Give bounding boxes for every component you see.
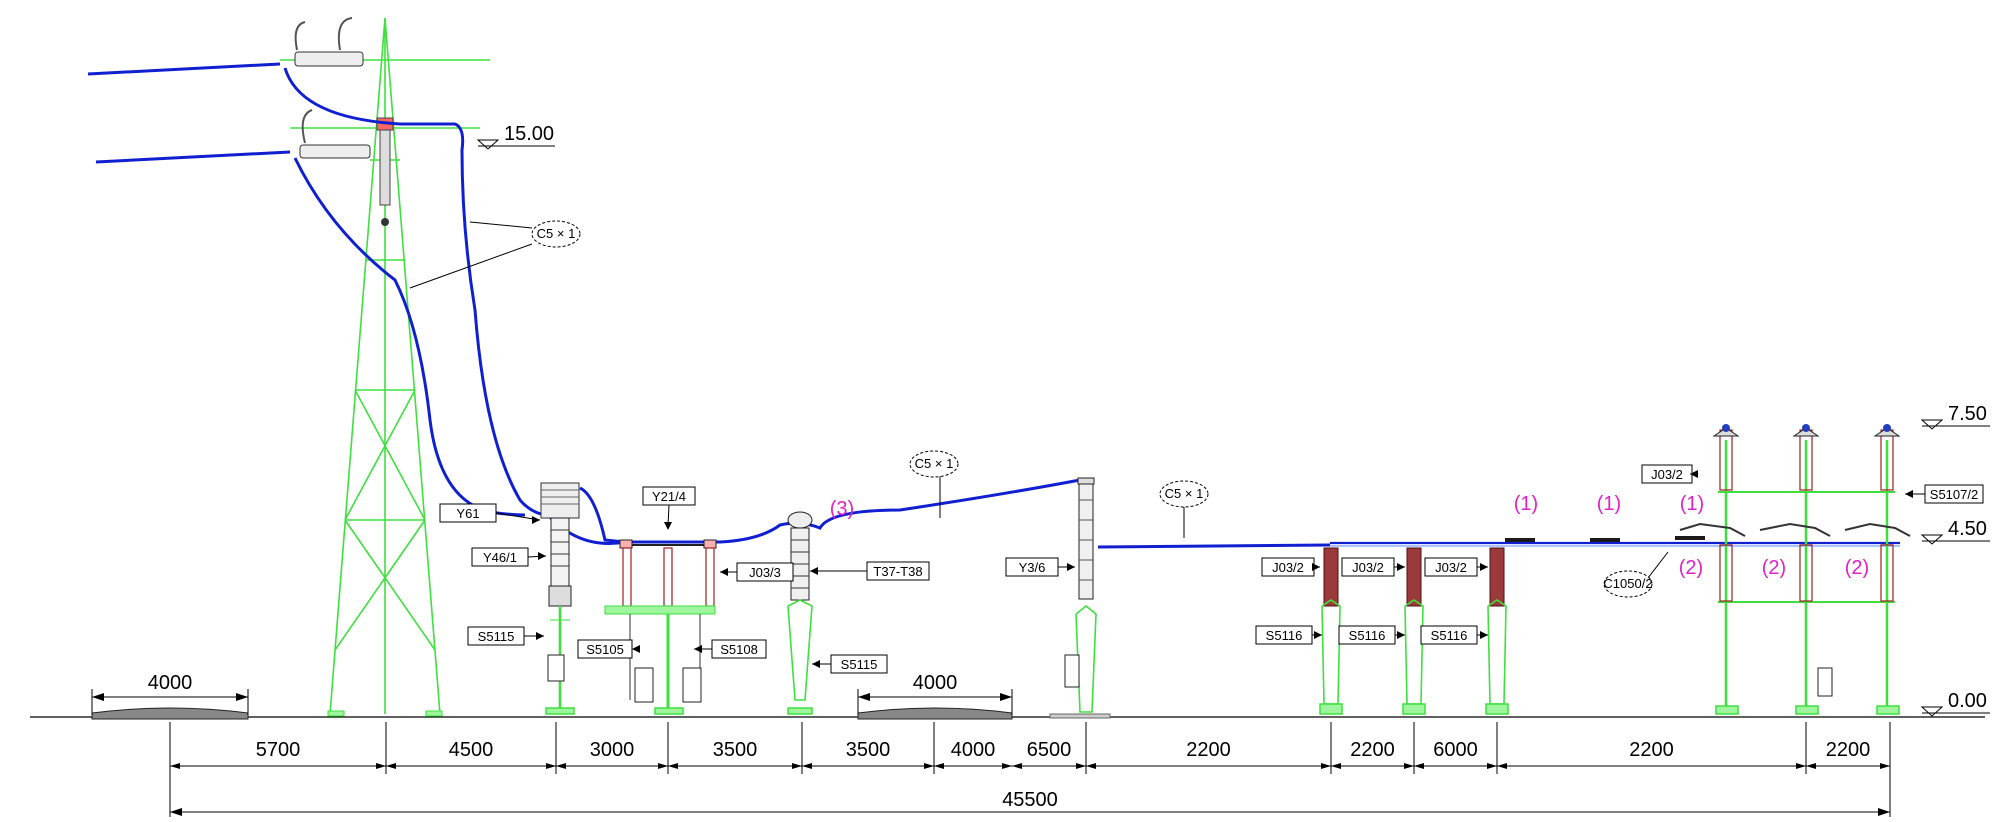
switch-gantry bbox=[1679, 424, 1911, 715]
post-insulator-3 bbox=[1485, 547, 1509, 715]
cable-callouts: C5 × 1 C5 × 1 C5 × 1 C1050/2 bbox=[409, 220, 1669, 598]
cable-callout: C1050/2 bbox=[1603, 551, 1669, 598]
elevation-markers: 15.00 7.50 4.50 0.00 bbox=[476, 123, 1990, 717]
pad-dimensions: 4000 4000 bbox=[91, 672, 1013, 715]
equipment-label: S5116 bbox=[1431, 628, 1468, 643]
dimension-label: 3500 bbox=[713, 739, 758, 761]
dimension-label: 2200 bbox=[1629, 739, 1674, 761]
busbar-clamps bbox=[1505, 536, 1705, 542]
elevation-value: 15.00 bbox=[504, 123, 554, 145]
equipment-y61 bbox=[540, 482, 580, 715]
elevation-value: 4.50 bbox=[1948, 518, 1987, 540]
elevation-marker: 15.00 bbox=[476, 123, 555, 150]
dimension-label: 2200 bbox=[1350, 739, 1395, 761]
dimension-label: 2200 bbox=[1826, 739, 1871, 761]
equipment-label: J03/2 bbox=[1352, 560, 1384, 575]
equipment-callout: S5115 bbox=[467, 626, 544, 646]
pad-width-dimension: 4000 bbox=[91, 672, 249, 715]
equipment-label: S5116 bbox=[1349, 628, 1386, 643]
position-markers: (3) (1) (1) (1) (2) (2) (2) bbox=[830, 493, 1869, 579]
pad-width-dimension: 4000 bbox=[857, 672, 1013, 715]
equipment-callout: Y21/4 bbox=[642, 486, 696, 530]
equipment-callout: J03/2 bbox=[1341, 557, 1405, 577]
equipment-callout: Y61 bbox=[439, 503, 541, 524]
disconnector-assembly bbox=[604, 539, 717, 715]
cable-label: C1050/2 bbox=[1603, 576, 1652, 591]
cable-label: C5 × 1 bbox=[915, 456, 954, 471]
cable-label: C5 × 1 bbox=[537, 226, 576, 241]
total-dimension: 45500 bbox=[169, 722, 1891, 817]
equipment-callout: S5116 bbox=[1255, 625, 1322, 645]
dimension-label: 4500 bbox=[449, 739, 494, 761]
ground-pad-left bbox=[91, 707, 249, 720]
equipment-callout: T37-T38 bbox=[810, 561, 930, 581]
elevation-value: 0.00 bbox=[1948, 690, 1987, 712]
cable-callout: C5 × 1 bbox=[1159, 480, 1209, 538]
equipment-callout: S5115 bbox=[812, 654, 888, 674]
equipment-label: S5107/2 bbox=[1930, 487, 1978, 502]
equipment-label: S5105 bbox=[586, 642, 624, 657]
dimension-label: 2200 bbox=[1186, 739, 1231, 761]
tower-insulator-strings bbox=[294, 17, 394, 226]
dimension-label: 6000 bbox=[1433, 739, 1478, 761]
total-dimension-label: 45500 bbox=[1002, 789, 1058, 811]
conductors bbox=[87, 62, 1900, 549]
dimension-label: 6500 bbox=[1027, 739, 1072, 761]
equipment-label: S5108 bbox=[720, 642, 758, 657]
elevation-marker: 0.00 bbox=[1920, 690, 1990, 717]
post-insulator-2 bbox=[1402, 547, 1426, 715]
equipment-label: S5115 bbox=[478, 629, 515, 644]
equipment-callout: S5105 bbox=[577, 639, 640, 659]
equipment-callout: S5108 bbox=[694, 639, 767, 659]
cable-callout: C5 × 1 bbox=[409, 220, 581, 289]
post-insulator-1 bbox=[1319, 547, 1343, 715]
equipment-callout: J03/2 bbox=[1424, 557, 1488, 577]
equipment-label: J03/2 bbox=[1435, 560, 1467, 575]
equipment-label: T37-T38 bbox=[873, 564, 922, 579]
equipment-callout: J03/2 bbox=[1641, 464, 1698, 484]
dimension-label: 4000 bbox=[951, 739, 996, 761]
equipment-callout: S5116 bbox=[1338, 625, 1405, 645]
equipment-label: J03/2 bbox=[1651, 467, 1683, 482]
equipment-label: J03/2 bbox=[1272, 560, 1304, 575]
equipment-label: S5115 bbox=[841, 657, 878, 672]
equipment-callout: J03/2 bbox=[1261, 557, 1320, 577]
cable-callout: C5 × 1 bbox=[909, 450, 959, 518]
position-marker: (1) bbox=[1597, 493, 1621, 515]
pad-width-label: 4000 bbox=[148, 672, 193, 694]
voltage-transformer bbox=[787, 511, 813, 715]
surge-arrester bbox=[1049, 477, 1111, 719]
ground-pad-middle bbox=[857, 707, 1013, 720]
position-marker: (1) bbox=[1514, 493, 1538, 515]
position-marker: (2) bbox=[1762, 557, 1786, 579]
equipment-callout: S5107/2 bbox=[1905, 484, 1984, 504]
dimension-label: 5700 bbox=[256, 739, 301, 761]
equipment-label: S5116 bbox=[1266, 628, 1303, 643]
elevation-marker: 7.50 bbox=[1920, 403, 1990, 430]
dimension-label: 3000 bbox=[590, 739, 635, 761]
cable-label: C5 × 1 bbox=[1165, 486, 1204, 501]
position-marker: (1) bbox=[1680, 493, 1704, 515]
equipment-label: Y61 bbox=[456, 506, 479, 521]
elevation-marker: 4.50 bbox=[1920, 518, 1990, 545]
equipment-callout: J03/3 bbox=[720, 562, 794, 582]
equipment-callout: S5116 bbox=[1420, 625, 1488, 645]
equipment-label: Y46/1 bbox=[483, 550, 517, 565]
position-marker: (2) bbox=[1845, 557, 1869, 579]
equipment-label: J03/3 bbox=[749, 565, 781, 580]
post-insulators bbox=[1319, 536, 1705, 715]
equipment-label: Y21/4 bbox=[652, 489, 686, 504]
dimension-chain: 5700 4500 3000 3500 3500 4000 6500 2200 2200 6000… bbox=[169, 722, 1891, 774]
pad-width-label: 4000 bbox=[913, 672, 958, 694]
equipment-callout: Y46/1 bbox=[471, 547, 547, 567]
elevation-value: 7.50 bbox=[1948, 403, 1987, 425]
equipment-label: Y3/6 bbox=[1019, 560, 1046, 575]
equipment-callout: Y3/6 bbox=[1005, 557, 1075, 577]
position-marker: (3) bbox=[830, 498, 854, 520]
position-marker: (2) bbox=[1679, 557, 1703, 579]
dimension-label: 3500 bbox=[846, 739, 891, 761]
